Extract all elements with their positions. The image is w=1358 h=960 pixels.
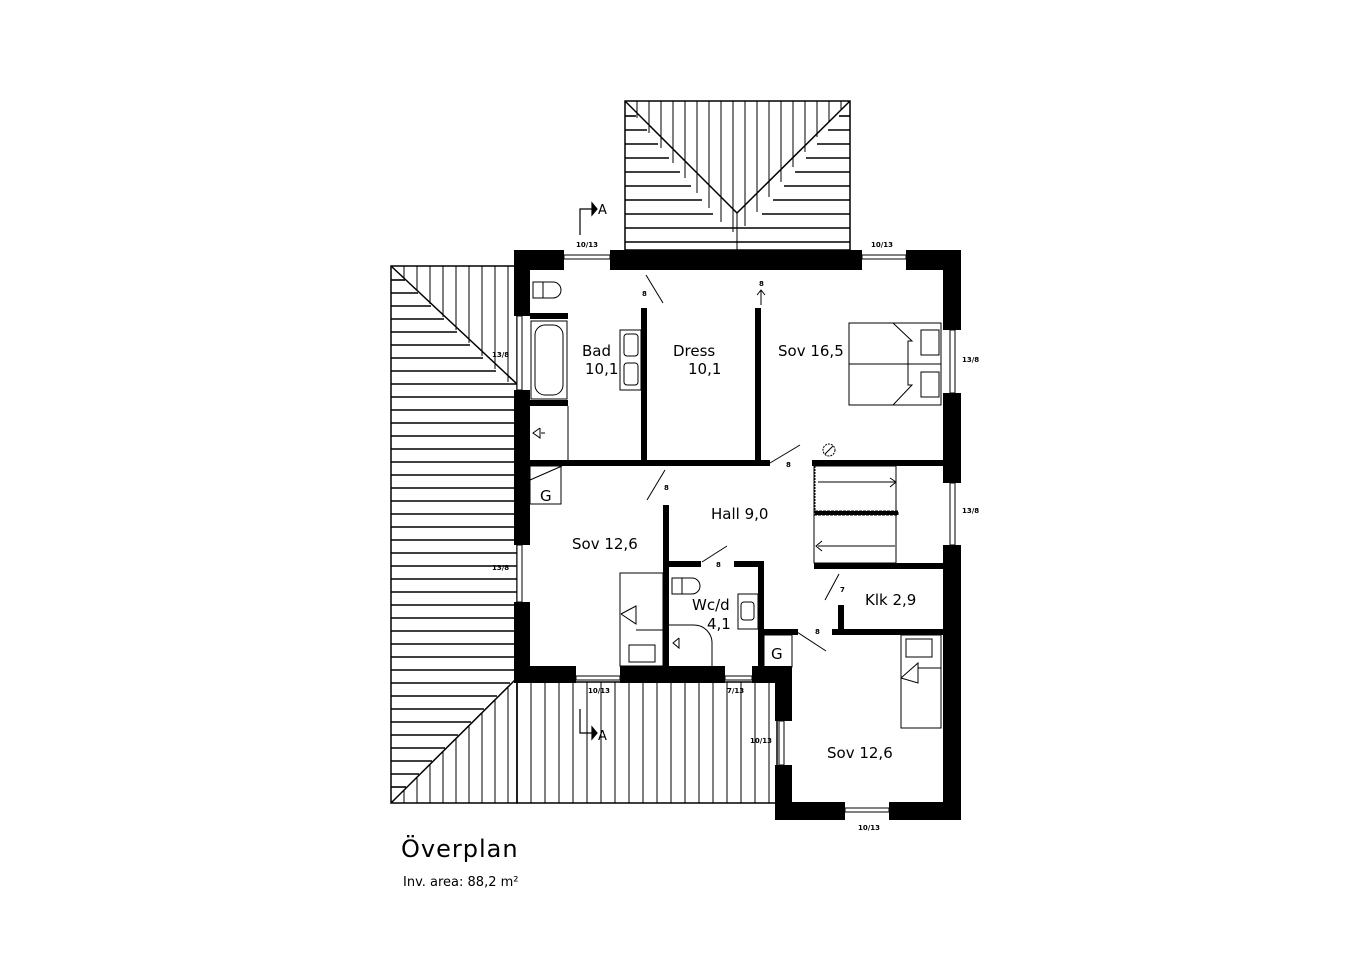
- roof-left: [390, 265, 518, 804]
- fixture-g1: G: [540, 487, 552, 505]
- section-label-top: A: [598, 203, 607, 218]
- dim-bottom-left: 10/13: [588, 687, 610, 695]
- door-dim-bad: 8: [642, 290, 647, 298]
- dim-top-right: 10/13: [871, 241, 893, 249]
- door-dim-sov3: 8: [815, 628, 820, 636]
- dim-bottom-mid: 7/13: [727, 687, 744, 695]
- dim-sov3-bottom: 10/13: [858, 824, 880, 832]
- room-bad-area: 10,1: [585, 360, 618, 378]
- room-wc-name: Wc/d: [692, 596, 730, 614]
- room-hall-label: Hall 9,0: [711, 505, 768, 523]
- dim-right-lower: 13/8: [962, 507, 979, 515]
- doors: [529, 274, 840, 652]
- room-wc-area: 4,1: [707, 615, 731, 633]
- interior-walls: [530, 308, 943, 675]
- door-dimensions: 8 8 8 8 8 7 8: [642, 280, 845, 636]
- windows: [516, 254, 956, 813]
- section-marker-top: A: [579, 201, 607, 235]
- room-sov3-label: Sov 12,6: [827, 744, 893, 762]
- roof-bottom: [516, 681, 778, 804]
- section-marker-bottom: A: [579, 709, 607, 744]
- exterior-walls: [514, 250, 961, 820]
- door-dim-sov1: 8: [786, 461, 791, 469]
- window-dimensions: 10/13 10/13 13/8 13/8 13/8 13/8 10/13 7/…: [492, 241, 979, 832]
- room-klk-label: Klk 2,9: [865, 591, 916, 609]
- fixtures: [529, 281, 942, 729]
- room-labels: Bad 10,1 Dress 10,1 Sov 16,5 Hall 9,0 So…: [540, 342, 916, 762]
- room-dress-name: Dress: [673, 342, 715, 360]
- room-dress-area: 10,1: [688, 360, 721, 378]
- dim-left-upper: 13/8: [492, 351, 509, 359]
- section-label-bottom: A: [598, 729, 607, 744]
- fixture-g2: G: [771, 645, 783, 663]
- room-sov2-label: Sov 12,6: [572, 535, 638, 553]
- door-dim-wc: 8: [716, 561, 721, 569]
- dim-top-left: 10/13: [576, 241, 598, 249]
- dim-right-upper: 13/8: [962, 356, 979, 364]
- door-dim-dress: 8: [759, 280, 764, 288]
- door-dim-klk: 7: [840, 586, 845, 594]
- door-dim-sov2: 8: [664, 484, 669, 492]
- plan-area: Inv. area: 88,2 m²: [403, 875, 518, 890]
- plan-title: Överplan: [401, 834, 519, 863]
- dim-left-lower: 13/8: [492, 564, 509, 572]
- roof-top: [624, 100, 851, 251]
- dim-sov3-left: 10/13: [750, 737, 772, 745]
- room-bad-name: Bad: [582, 342, 611, 360]
- room-sov1-label: Sov 16,5: [778, 342, 844, 360]
